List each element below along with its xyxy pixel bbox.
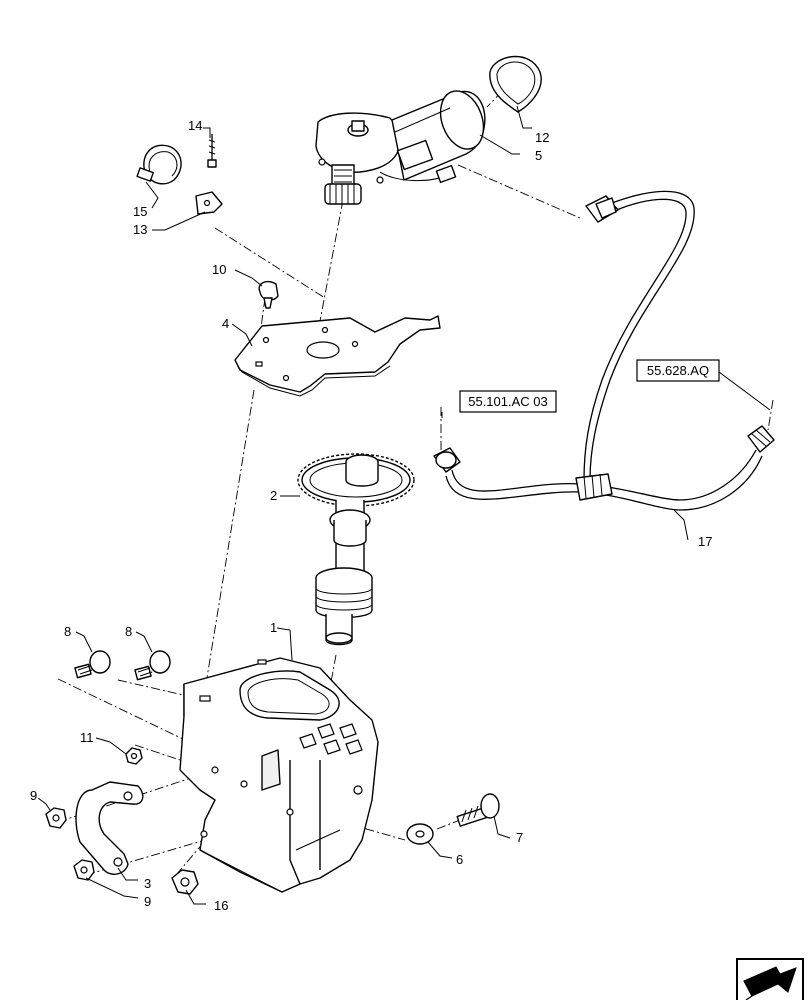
callout-3: 3	[144, 876, 151, 891]
part-6-washer	[406, 823, 434, 845]
part-11-nut	[125, 747, 143, 765]
callout-6: 6	[456, 852, 463, 867]
part-4-mounting-plate	[234, 315, 441, 397]
part-14-screw	[207, 134, 217, 168]
part-9-nut-top	[45, 807, 67, 829]
part-16-nut	[171, 869, 199, 895]
part-8-bolt-left	[74, 650, 111, 679]
callout-7: 7	[516, 830, 523, 845]
callout-2: 2	[270, 488, 277, 503]
callout-13: 13	[133, 222, 147, 237]
part-8-bolt-right	[134, 650, 171, 681]
part-2-gear-shaft	[297, 453, 415, 646]
callout-4: 4	[222, 316, 229, 331]
part-3-u-bracket	[75, 781, 144, 875]
part-13-bracket-clip	[195, 191, 223, 215]
callout-14: 14	[188, 118, 202, 133]
callout-numbers: 1 2 3 4 5 6 7 8 8 9 9 10 11 12 13 14 15 …	[30, 118, 712, 913]
callout-9b: 9	[144, 894, 151, 909]
part-9-nut-bottom	[73, 859, 95, 881]
part-15-clamp	[136, 144, 182, 185]
callout-12: 12	[535, 130, 549, 145]
callout-15: 15	[133, 204, 147, 219]
callout-16: 16	[214, 898, 228, 913]
next-page-arrow-icon[interactable]	[736, 958, 804, 1000]
callout-5: 5	[535, 148, 542, 163]
reference-label-left: 55.101.AC 03	[468, 394, 548, 409]
callout-9a: 9	[30, 788, 37, 803]
callout-8a: 8	[64, 624, 71, 639]
part-1-main-bracket	[179, 657, 379, 893]
reference-box-right[interactable]: 55.628.AQ	[636, 359, 720, 382]
part-12-clamp-ring	[489, 55, 542, 113]
callout-11: 11	[80, 730, 94, 745]
callout-10: 10	[212, 262, 226, 277]
reference-box-left[interactable]: 55.101.AC 03	[459, 390, 557, 413]
part-7-bolt	[456, 793, 500, 827]
callout-8b: 8	[125, 624, 132, 639]
callout-1: 1	[270, 620, 277, 635]
reference-label-right: 55.628.AQ	[647, 363, 709, 378]
part-5-motor	[315, 90, 486, 205]
leader-lines	[37, 105, 771, 905]
part-17-wire-harness	[433, 190, 775, 511]
callout-17: 17	[698, 534, 712, 549]
part-10-bolt	[258, 280, 279, 309]
alignment-lines	[57, 78, 774, 876]
